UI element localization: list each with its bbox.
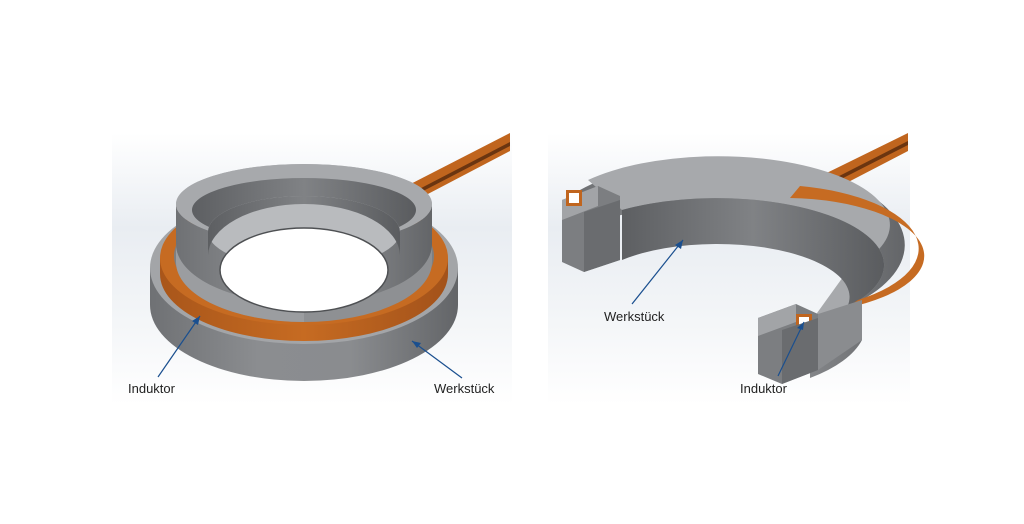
left-inductor-arrowhead: [192, 316, 200, 325]
left-workpiece-label: Werkstück: [434, 381, 495, 396]
left-workpiece-inner-ring: [176, 164, 432, 322]
left-inductor-leader: [157, 315, 201, 378]
right-inductor-arrowhead: [797, 322, 804, 330]
right-workpiece-leader: [631, 239, 684, 305]
left-inductor-label: Induktor: [128, 381, 176, 396]
left-workpiece-arrowhead: [412, 341, 421, 348]
right-inductor-label: Induktor: [740, 381, 788, 396]
right-workpiece-left-end: [562, 186, 620, 272]
right-inductor-leader: [777, 321, 805, 377]
right-workpiece-label: Werkstück: [604, 309, 665, 324]
right-workpiece-arrowhead: [675, 240, 683, 249]
right-workpiece-cut-body: [580, 156, 925, 378]
left-workpiece-leader: [411, 340, 463, 379]
right-panel: Werkstück Induktor: [548, 133, 925, 405]
left-panel: Induktor Werkstück: [112, 133, 512, 405]
left-inductor-lead: [395, 133, 510, 206]
